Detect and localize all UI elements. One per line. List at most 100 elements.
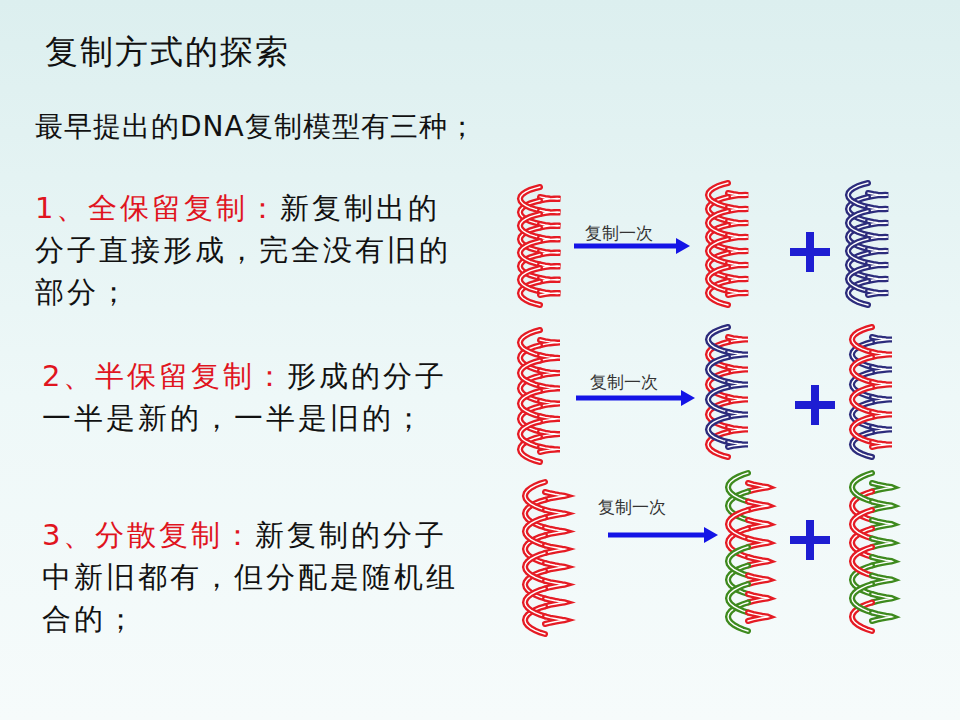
arrow-head bbox=[681, 390, 695, 406]
dna-strand bbox=[540, 401, 560, 406]
dna-strand bbox=[748, 594, 768, 603]
strand-highlight bbox=[728, 277, 748, 281]
dna-strand bbox=[872, 520, 892, 529]
strand-highlight bbox=[728, 584, 748, 613]
strand-highlight bbox=[748, 539, 768, 548]
strand-highlight bbox=[525, 553, 545, 581]
strand-highlight bbox=[848, 239, 868, 263]
dna-strand bbox=[748, 483, 768, 492]
dna-strand bbox=[708, 239, 728, 263]
dna-strand bbox=[852, 547, 872, 576]
dna-strand bbox=[525, 589, 545, 617]
dna-strand bbox=[872, 576, 892, 585]
strand-highlight bbox=[545, 581, 565, 589]
strand-highlight bbox=[728, 382, 748, 387]
dna-strand bbox=[728, 291, 748, 295]
strand-highlight bbox=[748, 483, 768, 492]
dna-strand bbox=[540, 238, 560, 242]
strand-highlight bbox=[868, 193, 888, 197]
strand-highlight bbox=[728, 249, 748, 253]
strand-highlight bbox=[728, 263, 748, 267]
strand-highlight bbox=[540, 386, 560, 391]
dna-strand bbox=[545, 599, 565, 607]
strand-highlight bbox=[525, 482, 545, 510]
dna-strand bbox=[872, 337, 892, 342]
dna-strand bbox=[868, 193, 888, 197]
strand-highlight bbox=[872, 520, 892, 529]
dna-strand bbox=[545, 581, 565, 589]
dna-helix bbox=[728, 473, 768, 631]
dna-helix bbox=[520, 330, 560, 462]
strand-highlight bbox=[520, 214, 540, 238]
dna-helix bbox=[525, 482, 565, 634]
strand-highlight bbox=[520, 422, 540, 447]
strand-highlight bbox=[708, 239, 728, 263]
dna-strand bbox=[728, 193, 748, 197]
dna-strand bbox=[852, 510, 872, 539]
dna-strand bbox=[708, 387, 728, 412]
dna-strand bbox=[540, 265, 560, 269]
dna-strand bbox=[868, 207, 888, 211]
strand-highlight bbox=[525, 518, 545, 546]
replication-arrow bbox=[576, 396, 683, 401]
strand-highlight bbox=[540, 211, 560, 215]
replication-arrow bbox=[608, 533, 706, 538]
dna-strand bbox=[728, 397, 748, 402]
strand-highlight bbox=[748, 557, 768, 566]
strand-highlight bbox=[728, 367, 748, 372]
dna-strand bbox=[872, 427, 892, 432]
strand-highlight bbox=[848, 211, 868, 235]
strand-highlight bbox=[708, 327, 728, 352]
dna-strand bbox=[728, 263, 748, 267]
dna-strand bbox=[545, 545, 565, 553]
strand-highlight bbox=[872, 427, 892, 432]
strand-highlight bbox=[748, 613, 768, 622]
dna-strand bbox=[852, 584, 872, 613]
dna-strand bbox=[520, 268, 540, 292]
strand-highlight bbox=[872, 382, 892, 387]
model-description: 1、全保留复制：新复制出的分子直接形成，完全没有旧的部分； bbox=[35, 187, 465, 313]
strand-highlight bbox=[545, 492, 565, 500]
dna-strand bbox=[868, 277, 888, 281]
strand-highlight bbox=[868, 207, 888, 211]
dna-strand bbox=[848, 239, 868, 263]
dna-helix bbox=[708, 183, 748, 305]
strand-highlight bbox=[540, 292, 560, 296]
dna-helix bbox=[852, 327, 892, 457]
dna-strand bbox=[728, 249, 748, 253]
dna-strand bbox=[545, 528, 565, 536]
strand-highlight bbox=[520, 330, 540, 355]
strand-highlight bbox=[872, 397, 892, 402]
strand-highlight bbox=[868, 263, 888, 267]
strand-highlight bbox=[868, 291, 888, 295]
strand-highlight bbox=[728, 193, 748, 197]
strand-highlight bbox=[848, 267, 868, 291]
dna-strand bbox=[848, 183, 868, 207]
dna-strand bbox=[748, 539, 768, 548]
strand-highlight bbox=[728, 473, 748, 502]
dna-strand bbox=[748, 557, 768, 566]
dna-strand bbox=[748, 520, 768, 529]
arrow-head bbox=[704, 527, 718, 543]
strand-highlight bbox=[540, 355, 560, 360]
strand-highlight bbox=[708, 267, 728, 291]
strand-highlight bbox=[520, 268, 540, 292]
dna-strand bbox=[728, 382, 748, 387]
dna-strand bbox=[540, 251, 560, 255]
strand-highlight bbox=[748, 594, 768, 603]
dna-strand bbox=[868, 249, 888, 253]
dna-strand bbox=[852, 417, 872, 442]
strand-highlight bbox=[545, 599, 565, 607]
dna-strand bbox=[848, 267, 868, 291]
strand-highlight bbox=[872, 442, 892, 447]
dna-strand bbox=[728, 412, 748, 417]
dna-strand bbox=[520, 361, 540, 386]
dna-strand bbox=[520, 214, 540, 238]
arrow-label: 复制一次 bbox=[585, 222, 653, 245]
strand-highlight bbox=[540, 278, 560, 282]
dna-strand bbox=[708, 183, 728, 207]
plus-sign bbox=[806, 520, 814, 560]
dna-strand bbox=[540, 292, 560, 296]
strand-highlight bbox=[540, 432, 560, 437]
strand-highlight bbox=[872, 557, 892, 566]
